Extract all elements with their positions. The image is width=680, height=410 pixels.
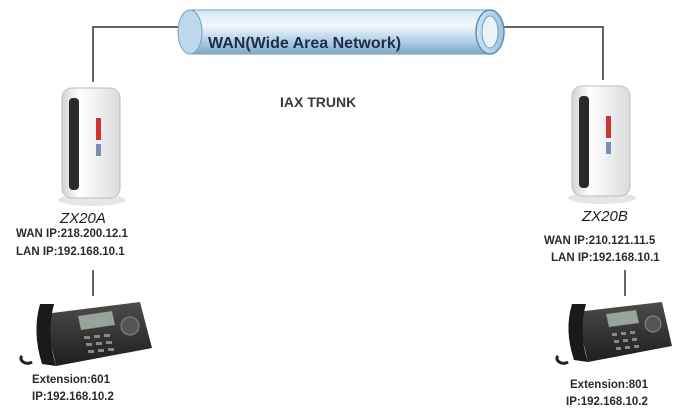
router-icon [568, 85, 636, 204]
phone-a-ip: IP:192.168.10.2 [32, 391, 114, 403]
ip-phone-icon [19, 302, 152, 366]
trunk-line-right [503, 26, 604, 80]
device-a-wan-ip: WAN IP:218.200.12.1 [16, 228, 128, 240]
router-icon [58, 87, 126, 206]
trunk-line-left [92, 26, 193, 82]
phone-b-ip: IP:192.168.10.2 [566, 396, 648, 408]
wan-label: WAN(Wide Area Network) [208, 35, 402, 52]
device-name-a: ZX20A [60, 210, 106, 227]
ip-phone-icon [555, 302, 672, 365]
device-b-wan-ip: WAN IP:210.121.11.5 [544, 235, 656, 247]
phone-b-extension: Extension:801 [570, 379, 648, 391]
device-a-lan-ip: LAN IP:192.168.10.1 [16, 246, 125, 258]
trunk-label: IAX TRUNK [280, 94, 357, 110]
wan-pipe [177, 9, 505, 55]
device-name-b: ZX20B [582, 208, 628, 225]
phone-a-extension: Extension:601 [32, 374, 110, 386]
device-b-lan-ip: LAN IP:192.168.10.1 [551, 252, 660, 264]
